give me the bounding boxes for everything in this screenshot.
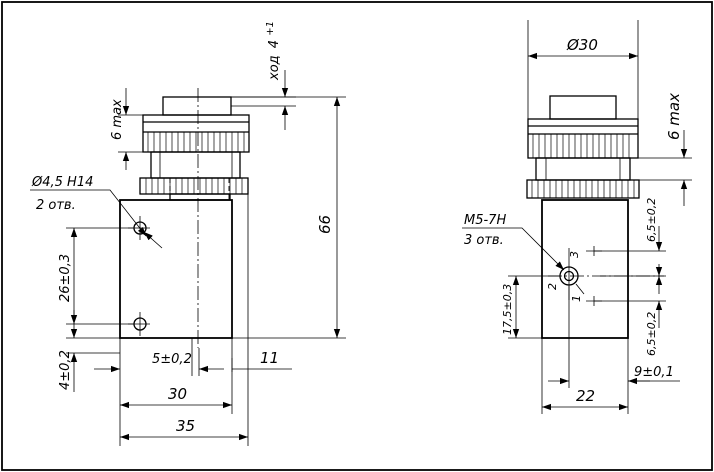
front-top-max-label: 6 max (110, 99, 125, 140)
front-push-button (162, 96, 232, 116)
overall-height-label: 66 (316, 215, 334, 234)
front-view: ход 4 +1 6 max 66 Ø4,5 H14 2 отв. 26±0,3… (30, 21, 346, 446)
port-number-3: 3 (568, 251, 581, 258)
hole-callout: Ø4,5 H14 (31, 175, 93, 190)
side-upper-cap (527, 118, 639, 159)
port-x-label: 9±0,1 (634, 365, 674, 380)
side-push-button (549, 95, 617, 120)
base-width-label: 35 (176, 417, 195, 435)
port-number-2: 2 (546, 283, 559, 290)
hole-offset-label: 5±0,2 (152, 352, 192, 367)
front-body (119, 199, 233, 339)
hole-pitch-label: 26±0,3 (58, 254, 73, 302)
svg-text:ход 4 +1: ход 4 +1 (265, 21, 282, 81)
top-port-offset-label: 6,5±0,2 (645, 198, 658, 242)
side-neck (535, 157, 631, 181)
front-neck (150, 151, 241, 179)
stem-offset-label: 11 (260, 349, 279, 367)
side-body (541, 199, 629, 339)
bottom-offset-label: 4±0,2 (58, 350, 73, 390)
side-body-width-label: 22 (576, 387, 595, 405)
hole-qty: 2 отв. (36, 198, 76, 213)
stroke-value: 4 (267, 40, 282, 48)
port-number-1: 1 (570, 295, 583, 302)
stroke-label: ход (267, 55, 282, 81)
diameter-label: Ø30 (566, 36, 598, 54)
thread-qty: 3 отв. (464, 233, 504, 248)
bottom-port-offset-label: 6,5±0,2 (645, 312, 658, 356)
thread-callout: M5-7H (464, 213, 506, 228)
side-view: Ø30 6 max M5-7H 3 отв. 1 2 3 6,5±0,2 6,5… (462, 20, 692, 414)
stroke-tolerance: +1 (265, 21, 276, 36)
port-height-label: 17,5±0,3 (501, 284, 514, 335)
body-width-label: 30 (168, 385, 187, 403)
side-top-max-label: 6 max (665, 93, 683, 140)
